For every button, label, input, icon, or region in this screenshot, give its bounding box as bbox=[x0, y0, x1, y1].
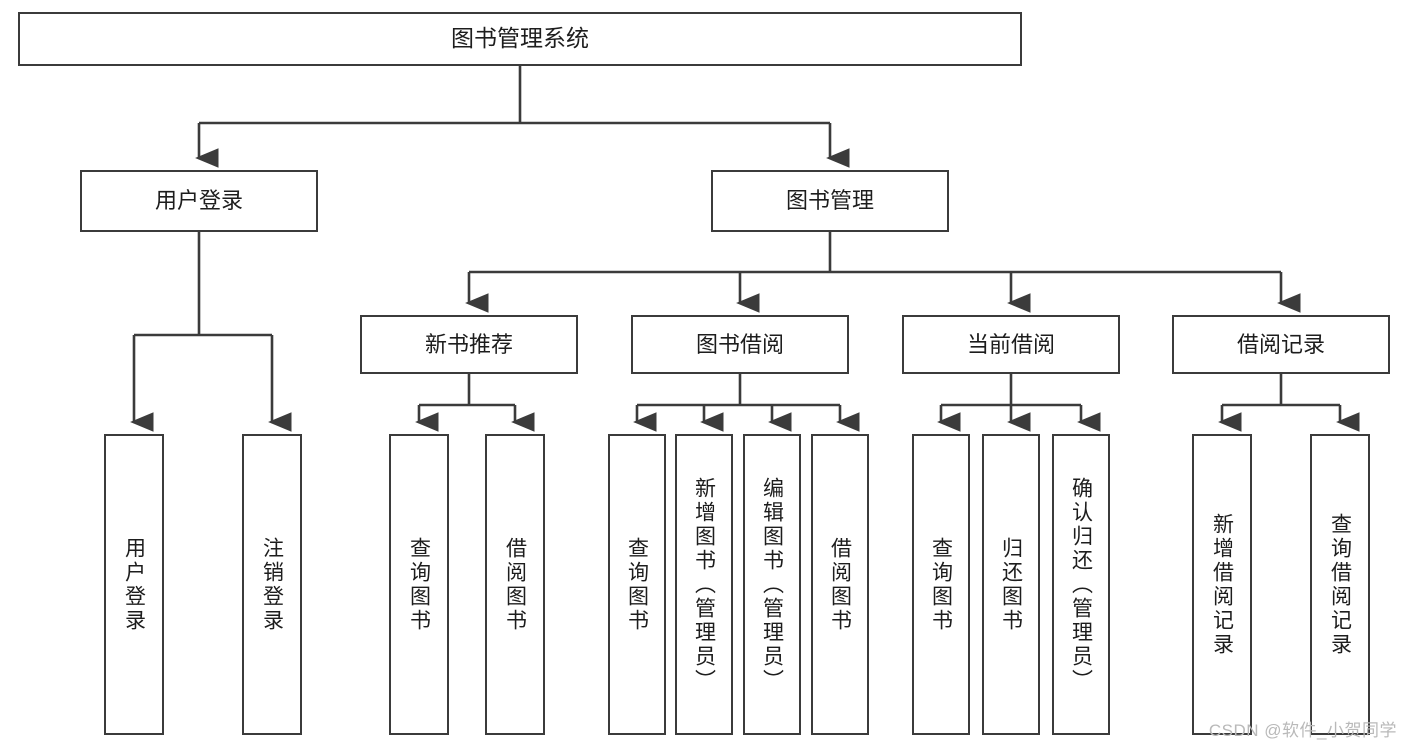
node-label: 编辑图书（管理员） bbox=[760, 476, 784, 693]
leaf-current-borrow-confirm-return-admin[interactable]: 确认归还（管理员） bbox=[1052, 434, 1110, 735]
leaf-user-login-logout[interactable]: 注销登录 bbox=[242, 434, 302, 735]
node-root-book-management-system[interactable]: 图书管理系统 bbox=[18, 12, 1022, 66]
node-label: 用户登录 bbox=[154, 188, 243, 214]
node-label: 图书管理系统 bbox=[451, 25, 589, 52]
leaf-book-borrow-edit-book-admin[interactable]: 编辑图书（管理员） bbox=[743, 434, 801, 735]
leaf-book-borrow-add-book-admin[interactable]: 新增图书（管理员） bbox=[675, 434, 733, 735]
node-borrowing-records[interactable]: 借阅记录 bbox=[1172, 315, 1390, 374]
leaf-record-query-borrow-record[interactable]: 查询借阅记录 bbox=[1310, 434, 1370, 735]
node-label: 用户登录 bbox=[122, 536, 146, 633]
node-label: 图书借阅 bbox=[695, 331, 784, 357]
watermark-text: CSDN @软件_小贺同学 bbox=[1208, 721, 1397, 740]
leaf-new-book-query-books[interactable]: 查询图书 bbox=[389, 434, 449, 735]
node-label: 借阅图书 bbox=[828, 536, 852, 633]
node-label: 查询图书 bbox=[407, 536, 431, 633]
leaf-book-borrow-query-books[interactable]: 查询图书 bbox=[608, 434, 666, 735]
node-book-management[interactable]: 图书管理 bbox=[711, 170, 949, 232]
node-label: 查询图书 bbox=[929, 536, 953, 633]
node-new-book-recommendation[interactable]: 新书推荐 bbox=[360, 315, 578, 374]
leaf-user-login-login[interactable]: 用户登录 bbox=[104, 434, 164, 735]
node-label: 确认归还（管理员） bbox=[1069, 476, 1093, 693]
node-label: 当前借阅 bbox=[966, 331, 1055, 357]
node-current-borrowing[interactable]: 当前借阅 bbox=[902, 315, 1120, 374]
node-label: 归还图书 bbox=[999, 536, 1023, 633]
leaf-book-borrow-borrow-books[interactable]: 借阅图书 bbox=[811, 434, 869, 735]
node-label: 新增图书（管理员） bbox=[692, 476, 716, 693]
leaf-current-borrow-query-books[interactable]: 查询图书 bbox=[912, 434, 970, 735]
node-book-borrowing[interactable]: 图书借阅 bbox=[631, 315, 849, 374]
leaf-current-borrow-return-books[interactable]: 归还图书 bbox=[982, 434, 1040, 735]
node-label: 查询图书 bbox=[625, 536, 649, 633]
node-label: 查询借阅记录 bbox=[1328, 512, 1352, 657]
leaf-new-book-borrow-books[interactable]: 借阅图书 bbox=[485, 434, 545, 735]
node-label: 借阅记录 bbox=[1236, 331, 1325, 357]
node-user-login[interactable]: 用户登录 bbox=[80, 170, 318, 232]
node-label: 注销登录 bbox=[260, 536, 284, 633]
node-label: 新增借阅记录 bbox=[1210, 512, 1234, 657]
node-label: 图书管理 bbox=[785, 188, 874, 214]
node-label: 新书推荐 bbox=[424, 331, 513, 357]
node-label: 借阅图书 bbox=[503, 536, 527, 633]
leaf-record-add-borrow-record[interactable]: 新增借阅记录 bbox=[1192, 434, 1252, 735]
